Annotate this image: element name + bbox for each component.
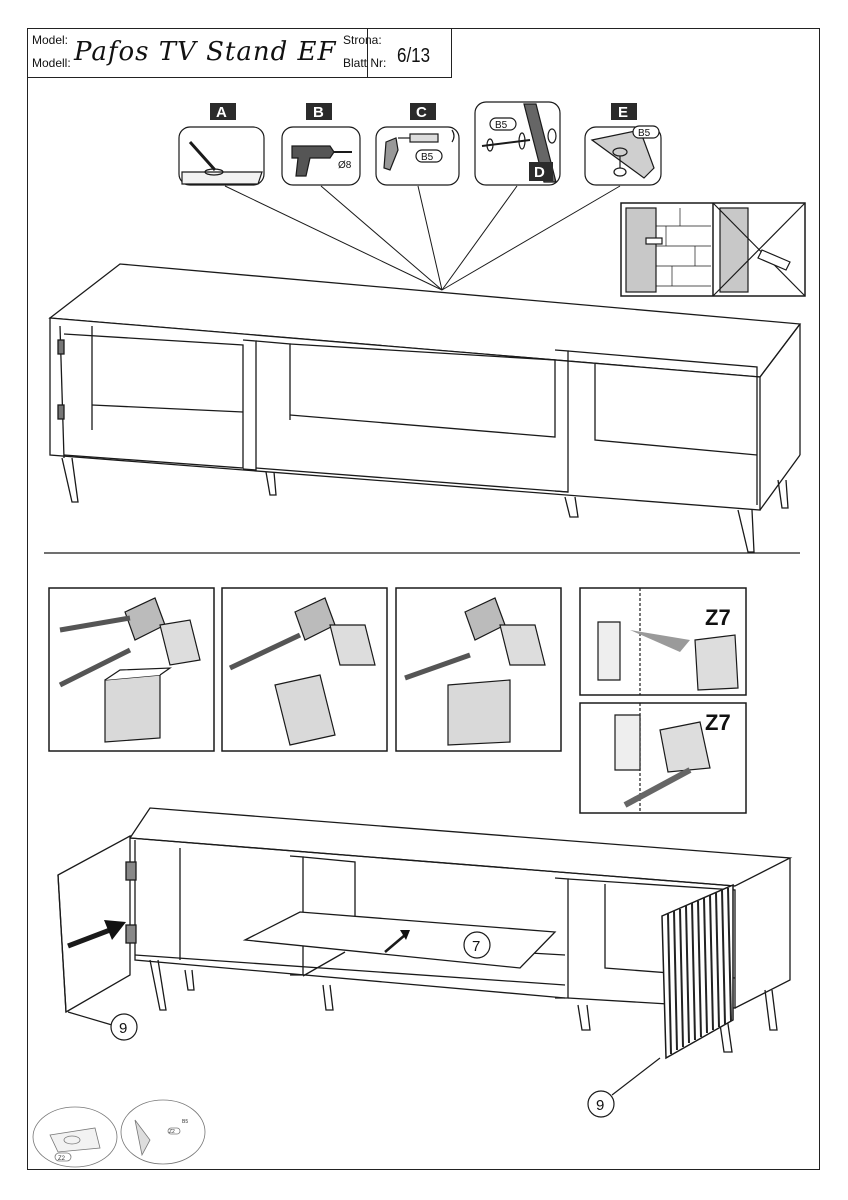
callout-shelf-number: 7 <box>472 938 480 955</box>
cabinet-bottom-view <box>128 807 793 1053</box>
cabinet-top-view <box>48 263 802 553</box>
page-label: Strona: <box>343 33 382 47</box>
page-number: 6/13 <box>397 45 431 67</box>
wall-bracket-icon <box>590 129 655 179</box>
title-block: Model: Modell: Pafos TV Stand EF Strona:… <box>27 28 452 78</box>
model-label-de: Modell: <box>32 56 71 70</box>
left-door <box>57 834 137 1014</box>
x-mark-icon <box>712 202 806 297</box>
tool-a-letter: A <box>216 104 227 121</box>
tool-b-letter: B <box>313 104 324 121</box>
drill-size: Ø8 <box>338 160 352 171</box>
page-frame <box>27 28 820 1170</box>
wall-plug-icon <box>383 129 455 171</box>
model-name: Pafos TV Stand EF <box>74 37 337 67</box>
hinge-step-3 <box>395 587 562 752</box>
tool-b: B Ø8 <box>281 103 361 186</box>
callout-left-number: 9 <box>119 1020 127 1037</box>
shelf-panel <box>242 911 557 969</box>
page-label-de: Blatt Nr: <box>343 56 387 70</box>
tool-d-letter: D <box>534 164 545 181</box>
callout-right-door: 9 <box>587 1057 661 1118</box>
drill-icon <box>291 145 352 177</box>
hint-code-3: B5 <box>182 1119 188 1125</box>
model-label: Model: <box>32 33 69 47</box>
tool-e-letter: E <box>618 104 628 121</box>
tool-a: A <box>178 103 265 186</box>
tool-c-code: B5 <box>421 152 434 163</box>
callout-shelf: 7 <box>463 931 491 959</box>
hint-circles: Z2 Z2 B5 <box>32 1099 206 1168</box>
header-divider <box>367 28 368 77</box>
hint-code-1: Z2 <box>58 1156 66 1162</box>
tool-d-code: B5 <box>495 120 508 131</box>
tool-c-letter: C <box>416 104 427 121</box>
hinge-detail-z7-b: Z7 <box>579 702 747 814</box>
tool-d: B5 D <box>474 101 561 186</box>
tool-c: C B5 <box>375 103 460 186</box>
hinge-step-2 <box>221 587 388 752</box>
hinge-code-2: Z7 <box>705 710 731 735</box>
callout-left-door: 9 <box>67 1011 138 1041</box>
tool-e-code: B5 <box>638 128 651 139</box>
tool-e: E B5 <box>584 103 662 186</box>
insert-arrow-icon <box>67 920 126 949</box>
hinge-detail-z7-a: Z7 <box>579 587 747 696</box>
hint-code-2: Z2 <box>169 1129 175 1135</box>
wall-type-panel <box>620 202 806 297</box>
pencil-mark-icon <box>181 141 263 185</box>
callout-right-number: 9 <box>596 1097 604 1114</box>
hinge-step-1 <box>48 587 215 752</box>
tool-connector-lines <box>224 185 621 291</box>
hinge-code: Z7 <box>705 605 731 630</box>
right-door-ribbed <box>661 883 734 1060</box>
